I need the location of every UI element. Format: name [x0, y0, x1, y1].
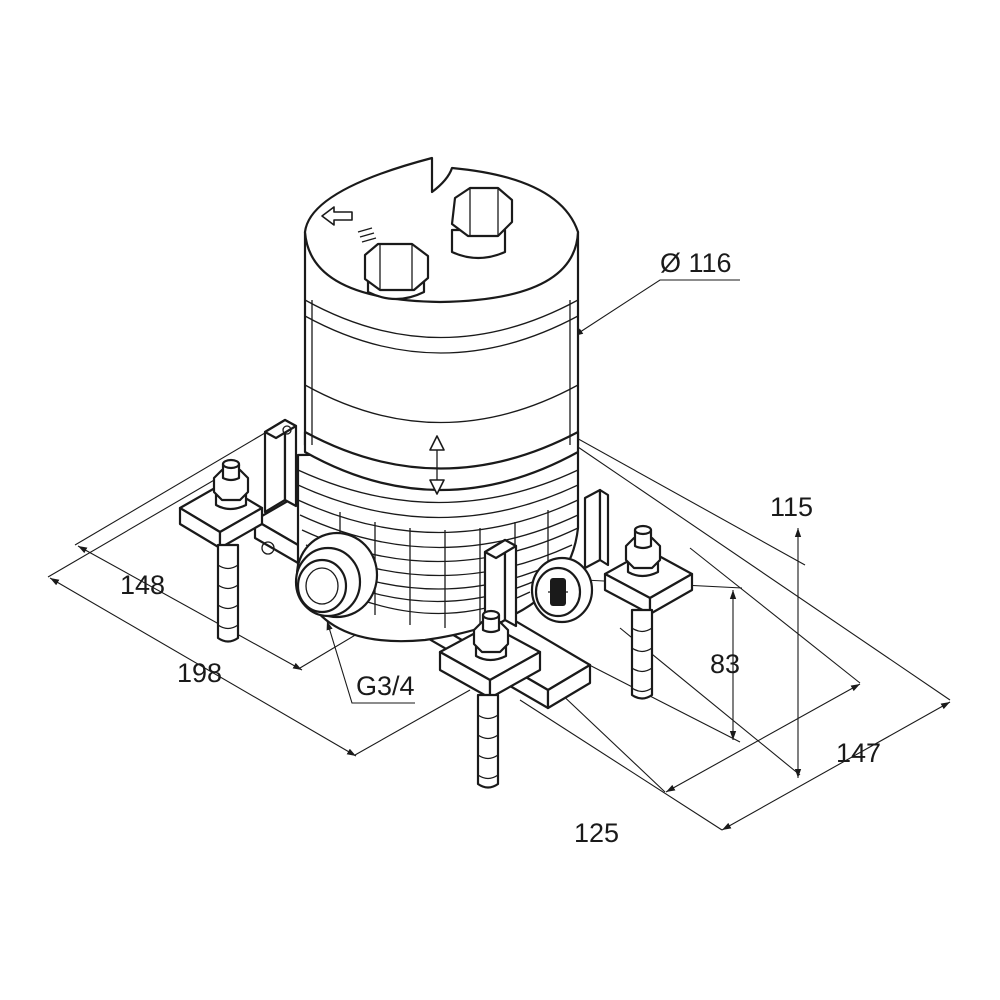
side-port-plug	[530, 556, 594, 624]
dimension-labels: Ø 116 115 83 148 198 125 147 G3/4	[120, 248, 881, 848]
post-right	[483, 488, 610, 634]
foot-right-rear	[603, 524, 694, 700]
cap-nut-front	[363, 242, 430, 301]
cap-nut-rear	[450, 186, 514, 260]
foot-left	[178, 458, 264, 643]
label-height-inlet: 83	[710, 649, 740, 679]
label-diameter: Ø 116	[660, 248, 732, 278]
label-thread: G3/4	[356, 671, 415, 701]
foot-right-front	[438, 609, 542, 789]
label-depth-front: 125	[574, 818, 619, 848]
post-left	[263, 418, 298, 514]
label-height-total: 115	[770, 492, 813, 522]
top-cap	[303, 156, 580, 304]
adjust-arrow-icon	[429, 435, 445, 495]
inlet-port-g34	[294, 531, 379, 619]
label-depth-overall: 147	[836, 738, 881, 768]
dimension-lines	[47, 279, 951, 831]
label-width-front: 148	[120, 570, 165, 600]
label-width-overall: 198	[177, 658, 222, 688]
